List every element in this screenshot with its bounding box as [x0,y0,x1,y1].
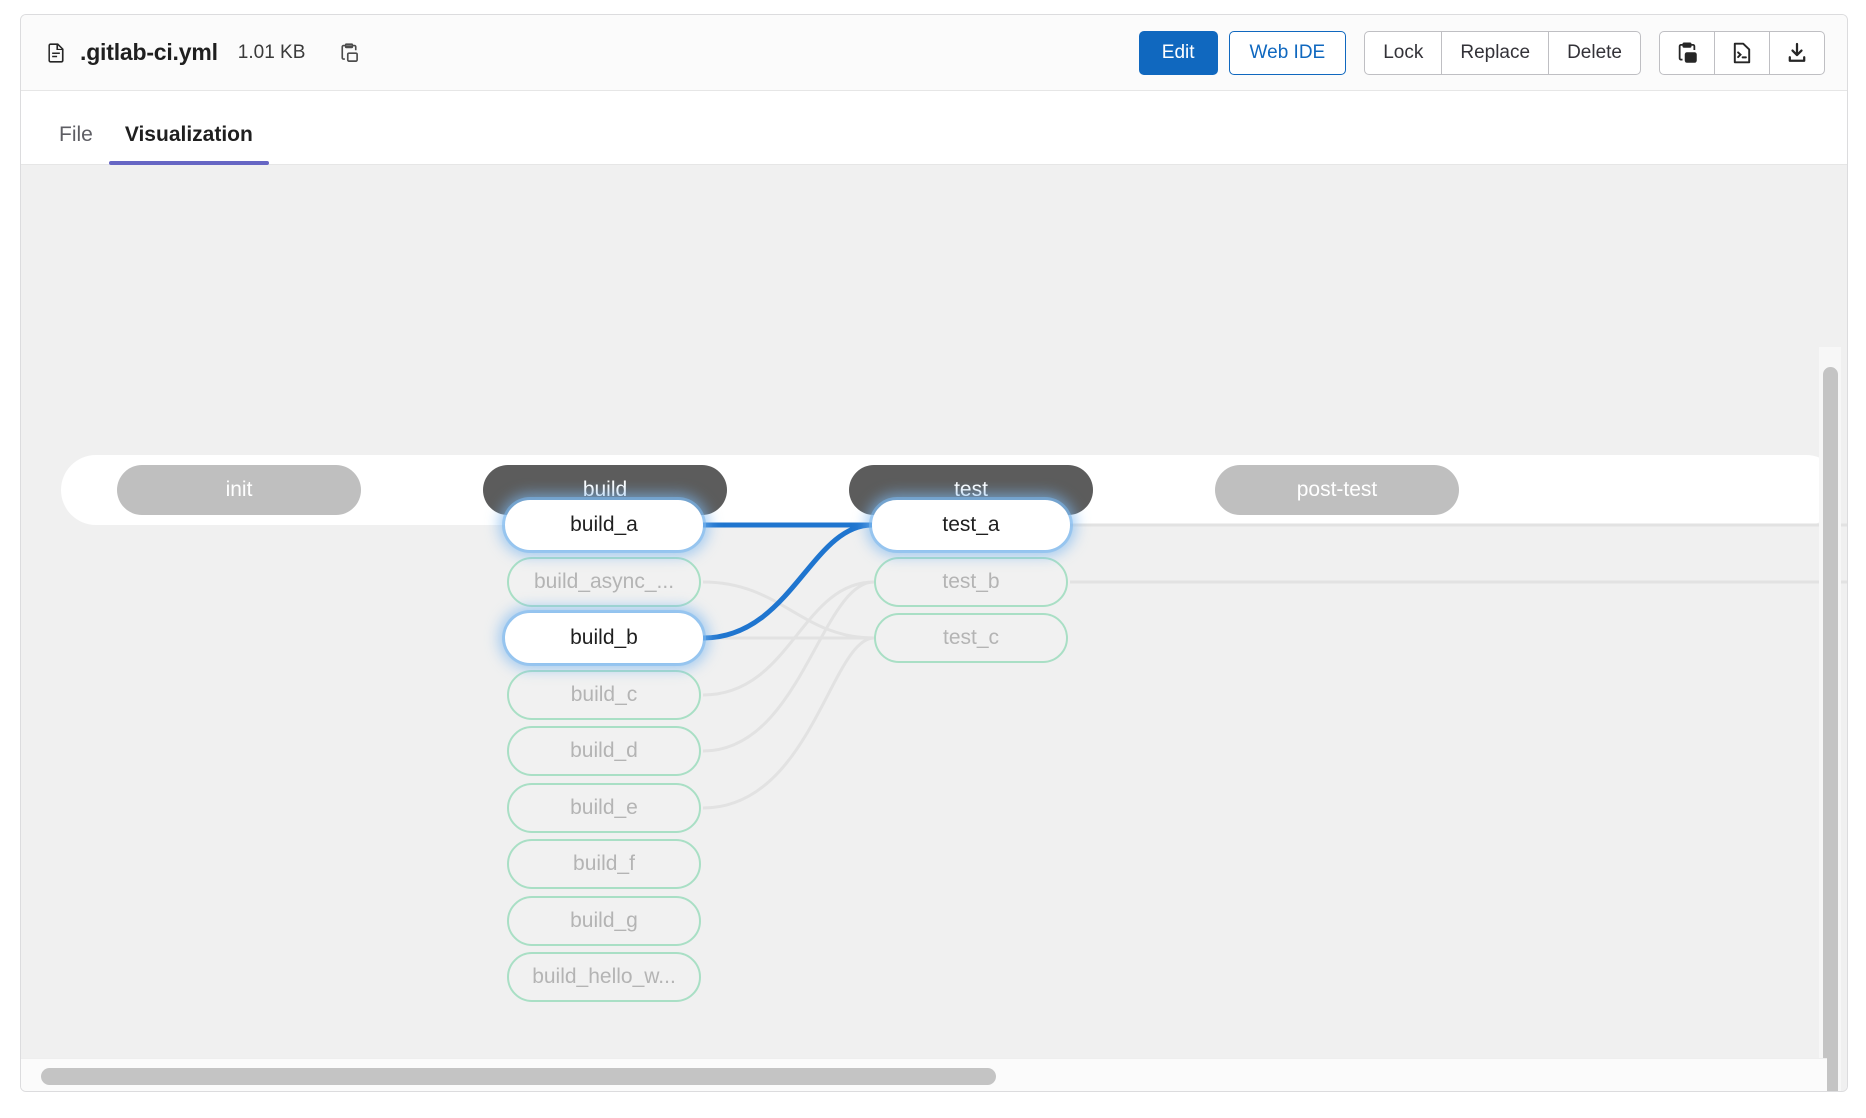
job-node-build-g[interactable]: build_g [507,896,701,946]
document-icon [45,41,67,65]
job-node-test-c[interactable]: test_c [874,613,1068,663]
pipeline-links [700,522,1847,810]
copy-to-clipboard-icon[interactable] [336,40,362,66]
lock-button[interactable]: Lock [1364,30,1443,75]
job-node-build-f[interactable]: build_f [507,839,701,889]
replace-button[interactable]: Replace [1441,30,1550,75]
tab-file[interactable]: File [43,123,109,164]
file-modify-button-group: Lock Replace Delete [1364,30,1641,75]
job-node-build-e[interactable]: build_e [507,783,701,833]
stage-pill-post-test[interactable]: post-test [1215,465,1459,515]
job-node-build-b[interactable]: build_b [505,613,703,663]
job-node-build-hello-w[interactable]: build_hello_w... [507,952,701,1002]
horizontal-scrollbar-thumb[interactable] [41,1068,996,1085]
stage-pill-init[interactable]: init [117,465,361,515]
vertical-scrollbar[interactable] [1819,347,1841,1091]
file-actions: Edit Web IDE Lock Replace Delete [1138,30,1825,75]
job-node-build-async[interactable]: build_async_... [507,557,701,607]
job-node-test-a[interactable]: test_a [872,500,1070,550]
vertical-scrollbar-thumb[interactable] [1823,367,1838,1091]
file-name: .gitlab-ci.yml [80,39,218,65]
job-node-build-a[interactable]: build_a [505,500,703,550]
download-icon[interactable] [1769,30,1825,75]
pipeline-visualization: init build test post-test [21,165,1847,1091]
file-header: .gitlab-ci.yml 1.01 KB Edit Web IDE Lock… [21,15,1847,91]
web-ide-button[interactable]: Web IDE [1228,30,1347,75]
job-node-build-d[interactable]: build_d [507,726,701,776]
open-raw-icon[interactable] [1714,30,1770,75]
job-node-build-c[interactable]: build_c [507,670,701,720]
file-view-tabs: File Visualization [21,91,1847,165]
file-identity: .gitlab-ci.yml 1.01 KB [45,39,362,66]
job-node-test-b[interactable]: test_b [874,557,1068,607]
delete-button[interactable]: Delete [1548,30,1641,75]
link-build-b-test-a [700,522,875,641]
file-size: 1.01 KB [237,41,306,63]
stage-header-strip: init build test post-test [61,455,1841,525]
copy-contents-icon[interactable] [1659,30,1715,75]
pipeline-canvas: init build test post-test [21,165,1847,1091]
edit-button[interactable]: Edit [1138,30,1218,75]
file-card: .gitlab-ci.yml 1.01 KB Edit Web IDE Lock… [20,14,1848,1092]
horizontal-scrollbar[interactable] [21,1058,1827,1091]
file-utility-button-group [1659,30,1825,75]
tab-visualization[interactable]: Visualization [108,123,269,165]
